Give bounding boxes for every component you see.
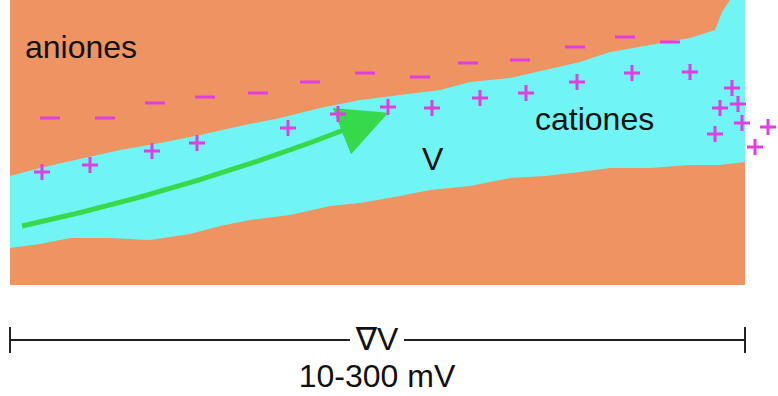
cation-sign [624, 65, 640, 81]
anion-sign [145, 102, 165, 105]
charges [34, 37, 776, 180]
cation-sign [472, 90, 488, 106]
cation-sign [82, 157, 98, 173]
gradient-label: ∇V [350, 322, 405, 357]
pore-channel [10, 0, 745, 248]
flow-arrow [22, 122, 365, 226]
anion-sign [458, 62, 478, 65]
cation-sign [380, 99, 396, 115]
anion-sign [410, 76, 430, 79]
velocity-label: V [422, 142, 443, 177]
anion-sign [95, 117, 115, 120]
cation-sign [330, 106, 346, 122]
rock-matrix [10, 0, 745, 285]
anion-sign [40, 117, 60, 120]
anion-sign [565, 46, 585, 49]
cation-sign [144, 143, 160, 159]
anion-sign [660, 41, 680, 44]
cation-sign [280, 120, 296, 136]
cation-sign [34, 164, 50, 180]
cation-sign [518, 85, 534, 101]
cation-sign [730, 96, 746, 112]
anion-sign [300, 81, 320, 84]
region-label: cationes [535, 102, 654, 137]
cation-sign [569, 74, 585, 90]
anion-sign [195, 96, 215, 99]
cation-sign [707, 126, 723, 142]
anion-sign [510, 59, 530, 62]
cation-sign [424, 100, 440, 116]
cation-sign [189, 135, 205, 151]
region-label: aniones [25, 30, 137, 65]
cation-sign [712, 100, 728, 116]
anion-sign [355, 72, 375, 75]
anion-sign [615, 36, 635, 39]
cation-sign [724, 80, 740, 96]
cation-sign [734, 115, 750, 131]
cation-sign [747, 139, 763, 155]
cation-sign [682, 64, 698, 80]
anion-sign [248, 92, 268, 95]
potential-range: 10-300 mV [299, 359, 456, 394]
cation-sign [760, 119, 776, 135]
